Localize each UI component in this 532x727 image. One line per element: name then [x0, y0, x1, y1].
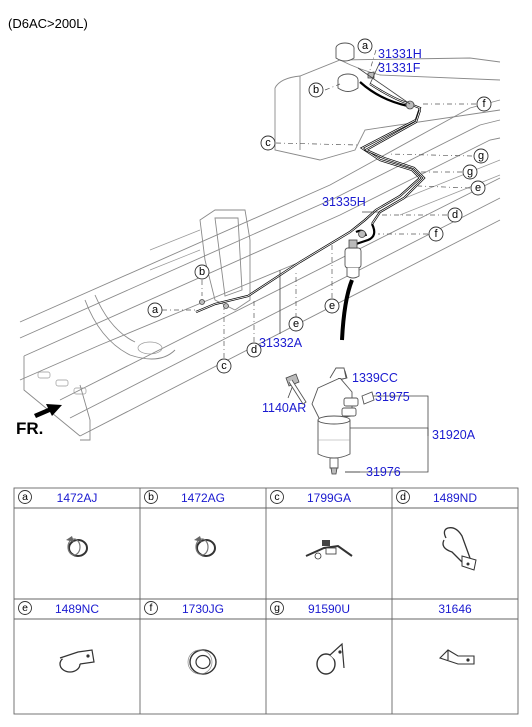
callout-g-2: g	[462, 164, 478, 180]
legend-part-no: 1472AG	[181, 491, 225, 505]
legend-cell-a: a 1472AJ	[18, 490, 98, 557]
legend-cell-31646: 31646	[438, 602, 475, 665]
callout-circles: a b c f g g e d f b a e e d c	[147, 38, 492, 374]
legend-part-no: 91590U	[308, 602, 350, 616]
svg-text:b: b	[199, 266, 205, 278]
callout-b-top: b	[308, 82, 324, 98]
svg-text:e: e	[22, 602, 28, 614]
svg-text:a: a	[22, 491, 28, 503]
legend-part-no: 1489ND	[433, 491, 477, 505]
svg-text:g: g	[274, 602, 280, 614]
svg-text:a: a	[362, 40, 369, 52]
callout-c-low: c	[216, 358, 232, 374]
p-clip-bracket-icon	[59, 649, 95, 673]
cable-tie-icon	[305, 540, 353, 560]
legend-cell-g: g 91590U	[270, 601, 350, 675]
chassis-frame-drawing	[19, 99, 501, 441]
part-label-31331F: 31331F	[378, 61, 421, 75]
svg-text:f: f	[150, 602, 153, 614]
legend-part-no: 1730JG	[182, 602, 224, 616]
part-label-31976: 31976	[366, 465, 401, 479]
svg-text:d: d	[400, 491, 406, 503]
part-label-1140AR: 1140AR	[262, 401, 306, 415]
legend-part-no: 31646	[438, 602, 472, 616]
legend-cell-f: f 1730JG	[144, 601, 224, 675]
svg-text:c: c	[221, 360, 227, 372]
part-label-31332A: 31332A	[259, 336, 303, 350]
legend-cell-b: b 1472AG	[144, 490, 225, 557]
fuel-tank-drawing	[274, 42, 501, 161]
callout-f-right: f	[428, 226, 444, 242]
callout-e-low: e	[288, 316, 304, 332]
callout-f-top: f	[476, 96, 492, 112]
part-label-31975: 31975	[375, 390, 410, 404]
callout-g-1: g	[473, 148, 489, 164]
part-label-31335H: 31335H	[322, 195, 366, 209]
svg-text:d: d	[251, 344, 257, 356]
part-label-31331H: 31331H	[378, 47, 422, 61]
svg-text:g: g	[467, 166, 473, 178]
callout-b-left: b	[194, 264, 210, 280]
legend-part-no: 1799GA	[307, 491, 351, 505]
svg-text:c: c	[265, 137, 271, 149]
front-arrow-icon	[34, 404, 62, 418]
svg-text:g: g	[478, 150, 484, 162]
svg-text:e: e	[293, 318, 299, 330]
legend-cell-e: e 1489NC	[18, 601, 99, 673]
front-direction-label: FR.	[16, 419, 43, 438]
part-label-31920A: 31920A	[432, 428, 476, 442]
bracket-icon	[438, 649, 475, 665]
legend-cell-d: d 1489ND	[396, 490, 477, 571]
leader-lines	[162, 49, 476, 473]
part-label-1339CC: 1339CC	[352, 371, 398, 385]
p-clip-bracket-icon	[442, 527, 477, 571]
svg-text:e: e	[329, 300, 335, 312]
svg-text:b: b	[313, 84, 319, 96]
callout-d-low: d	[246, 342, 262, 358]
svg-text:c: c	[274, 491, 279, 503]
svg-text:e: e	[475, 182, 481, 194]
callout-e-top: e	[470, 180, 486, 196]
svg-text:f: f	[434, 228, 438, 240]
svg-text:b: b	[148, 491, 154, 503]
diagram-title: (D6AC>200L)	[8, 16, 88, 31]
grommet-icon	[187, 649, 217, 675]
callout-a-top: a	[357, 38, 373, 54]
callout-e-mid: e	[324, 298, 340, 314]
callout-c-top: c	[260, 135, 276, 151]
legend-part-no: 1472AJ	[57, 491, 98, 505]
p-clip-bracket-icon	[316, 642, 345, 675]
callout-d-right: d	[447, 207, 463, 223]
svg-text:f: f	[482, 98, 486, 110]
hose-clamp-icon	[66, 536, 88, 557]
fuel-filter-assembly-drawing	[285, 367, 375, 475]
fuel-line-pipes	[195, 81, 426, 341]
svg-text:d: d	[452, 209, 458, 221]
hose-clamp-icon	[194, 536, 216, 557]
callout-a-left: a	[147, 302, 163, 318]
legend-part-no: 1489NC	[55, 602, 99, 616]
legend-cell-c: c 1799GA	[270, 490, 353, 560]
svg-text:a: a	[152, 304, 159, 316]
parts-legend-grid	[13, 487, 519, 715]
